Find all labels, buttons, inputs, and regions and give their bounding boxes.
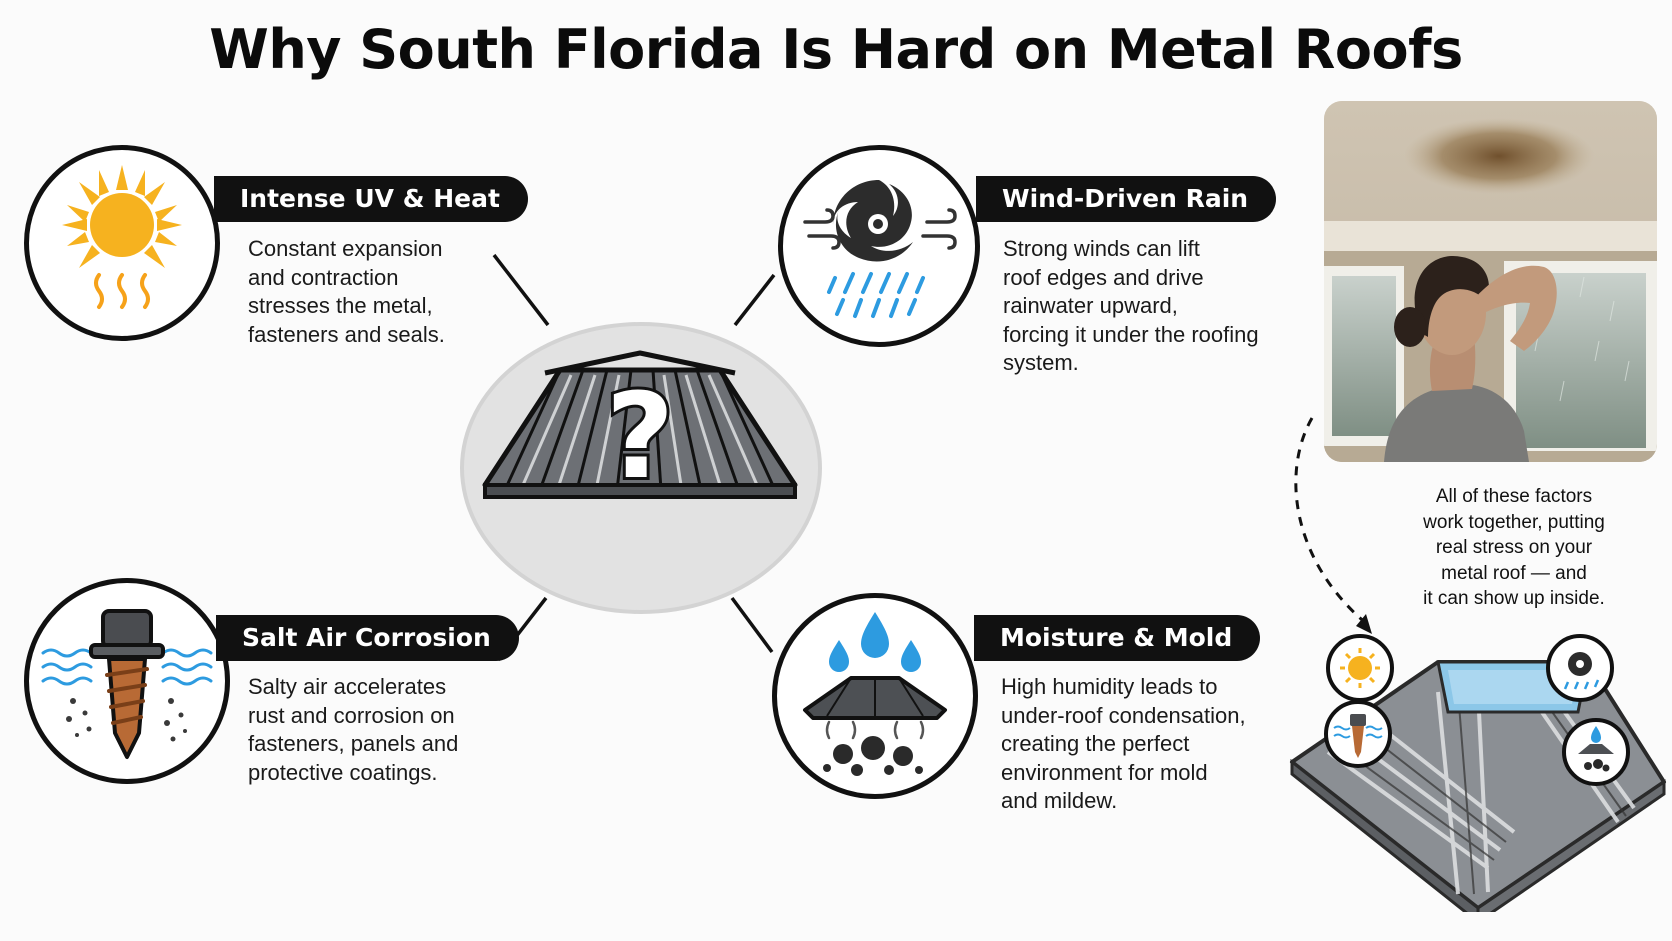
hurricane-rain-icon [803, 180, 957, 318]
page-title: Why South Florida Is Hard on Metal Roofs [209, 18, 1463, 81]
salt-air-heading: Salt Air Corrosion [216, 615, 519, 661]
salt-air-circle [24, 578, 230, 784]
wind-rain-heading: Wind-Driven Rain [976, 176, 1277, 222]
mini-roof-illustration [1290, 634, 1666, 912]
corroded-screw-icon [41, 609, 213, 759]
mini-sun-badge [1326, 634, 1394, 702]
wind-rain-description: Strong winds can lift roof edges and dri… [1003, 236, 1259, 375]
uv-heat-description: Constant expansion and contraction stres… [248, 236, 445, 347]
svg-text:?: ? [606, 367, 674, 505]
connector-moisture [730, 596, 774, 654]
connector-uv [492, 253, 550, 327]
uv-heat-circle [24, 145, 220, 341]
connector-wind [733, 273, 776, 327]
mini-mold-badge [1562, 718, 1630, 786]
mini-hurricane-badge [1546, 634, 1614, 702]
moisture-mold-description: High humidity leads to under-roof conden… [1001, 674, 1246, 813]
condensation-mold-icon [803, 612, 947, 776]
wind-rain-circle [778, 145, 980, 347]
ceiling-stain-photo [1324, 101, 1657, 462]
summary-text: All of these factors work together, putt… [1423, 486, 1605, 609]
moisture-mold-heading: Moisture & Mold [974, 615, 1261, 661]
roof-question-icon: ? [482, 350, 798, 508]
uv-heat-heading: Intense UV & Heat [214, 176, 528, 222]
sun-heat-icon [62, 165, 182, 309]
mini-screw-badge [1324, 700, 1392, 768]
moisture-mold-circle [772, 593, 978, 799]
arrow-head [1356, 614, 1372, 634]
salt-air-description: Salty air accelerates rust and corrosion… [248, 674, 459, 785]
